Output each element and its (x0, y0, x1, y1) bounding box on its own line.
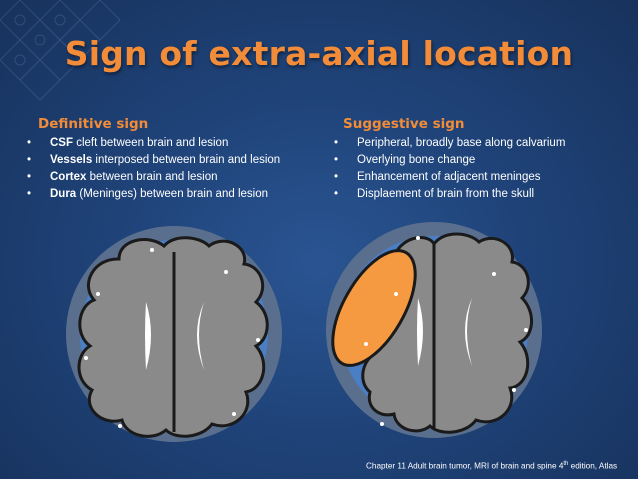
dot-marker (512, 388, 516, 392)
dot-marker (256, 338, 260, 342)
citation-superscript: th (563, 461, 569, 467)
brain-diagram-suggestive (326, 222, 542, 438)
dot-marker (394, 292, 398, 296)
term-text: between brain and lesion (86, 171, 218, 183)
item-text: Overlying bone change (357, 154, 476, 166)
dot-marker (380, 422, 384, 426)
list-item: • Enhancement of adjacent meninges (331, 170, 631, 184)
bullet-icon: • (334, 154, 339, 166)
definitive-sign-list: • CSF cleft between brain and lesion • Ves… (24, 136, 314, 201)
term-bold: Dura (50, 188, 77, 200)
ventricle-left (145, 302, 151, 370)
dot-marker (96, 292, 100, 296)
term-text: cleft between brain and lesion (73, 137, 229, 149)
list-item: • Cortex between brain and lesion (24, 170, 314, 184)
citation-text: Chapter 11 Adult brain tumor, MRI of bra… (366, 461, 564, 471)
bullet-icon: • (27, 154, 32, 166)
extra-axial-lesion (331, 249, 417, 367)
list-item: • Vessels interposed between brain and le… (24, 153, 314, 167)
brain-diagram-definitive (66, 226, 282, 442)
bullet-icon: • (27, 171, 32, 183)
suggestive-sign-list: • Peripheral, broadly base along calvariu… (331, 136, 631, 201)
dot-marker (118, 424, 122, 428)
term-text: interposed between brain and lesion (92, 154, 281, 166)
bullet-icon: • (334, 188, 339, 200)
list-item: • Overlying bone change (331, 153, 631, 167)
term-bold: CSF (50, 137, 73, 149)
term-text: (Meninges) between brain and lesion (76, 188, 268, 200)
term-bold: Cortex (50, 171, 87, 183)
decorative-pattern (0, 0, 121, 101)
citation-text-end: edition, Atlas (568, 461, 618, 471)
bullet-icon: • (27, 137, 32, 149)
ventricle-right (197, 302, 204, 370)
list-item: • Dura (Meninges) between brain and lesio… (24, 187, 314, 201)
item-text: Enhancement of adjacent meninges (357, 171, 541, 183)
slide-title: Sign of extra-axial location (64, 34, 574, 73)
dot-marker (416, 236, 420, 240)
dot-marker (364, 342, 368, 346)
bullet-icon: • (334, 137, 339, 149)
ventricle-left (417, 298, 423, 366)
definitive-sign-heading: Definitive sign (38, 116, 149, 132)
dot-marker (524, 328, 528, 332)
definitive-sign-section: Definitive sign • CSF cleft between brain… (24, 116, 314, 204)
citation-footnote: Chapter 11 Adult brain tumor, MRI of bra… (366, 461, 617, 471)
dot-marker (492, 272, 496, 276)
item-text: Peripheral, broadly base along calvarium (357, 137, 566, 149)
suggestive-sign-heading: Suggestive sign (343, 116, 465, 132)
dot-marker (232, 412, 236, 416)
bullet-icon: • (27, 188, 32, 200)
ventricle-right (465, 298, 472, 366)
term-bold: Vessels (50, 154, 93, 166)
dot-marker (84, 356, 88, 360)
list-item: • Peripheral, broadly base along calvariu… (331, 136, 631, 150)
suggestive-sign-section: Suggestive sign • Peripheral, broadly bas… (331, 116, 631, 204)
bullet-icon: • (334, 171, 339, 183)
list-item: • Displaement of brain from the skull (331, 187, 631, 201)
dot-marker (150, 248, 154, 252)
dot-marker (224, 270, 228, 274)
list-item: • CSF cleft between brain and lesion (24, 136, 314, 150)
item-text: Displaement of brain from the skull (357, 188, 535, 200)
